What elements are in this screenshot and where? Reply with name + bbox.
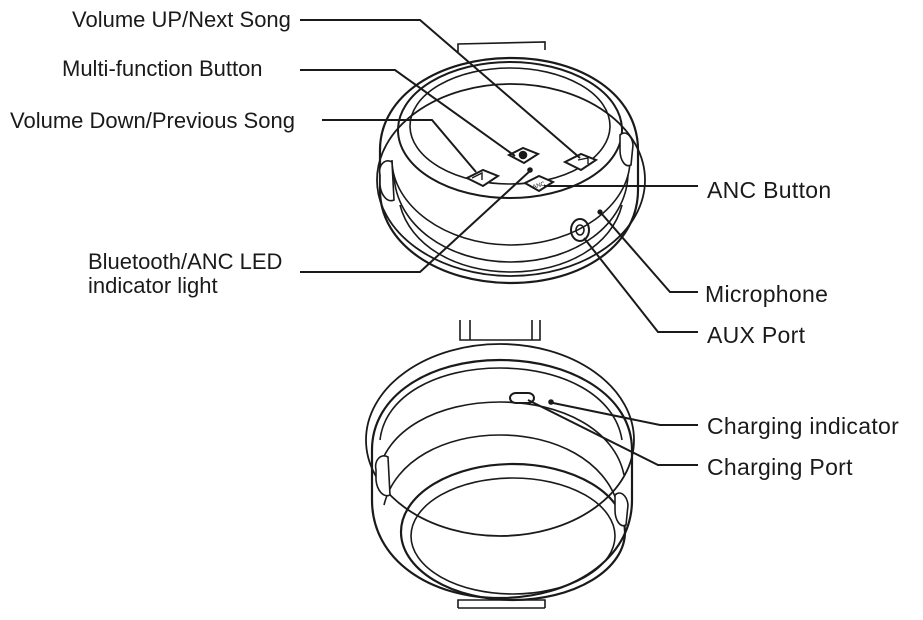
leader-led (300, 169, 532, 273)
label-led-line1: Bluetooth/ANC LED (88, 249, 283, 274)
leader-aux (583, 237, 698, 333)
label-led-line2: indicator light (88, 273, 218, 298)
leader-charging-indicator (552, 402, 698, 426)
volume-down-button[interactable] (464, 168, 501, 188)
leader-volume-up (300, 19, 581, 159)
upper-cushion (376, 83, 646, 277)
upper-face-plate (397, 61, 623, 199)
lower-face-plate (399, 462, 627, 602)
label-microphone: Microphone (705, 281, 829, 307)
leader-multi-function (300, 69, 516, 157)
charging-indicator-dot (548, 399, 554, 405)
leader-lines (300, 19, 698, 466)
leader-charging-port (527, 399, 698, 466)
lower-earcup (365, 343, 635, 602)
label-multi-function: Multi-function Button (62, 56, 263, 81)
lower-cushion (365, 343, 635, 537)
upper-earcup (376, 56, 646, 285)
headband (457, 41, 546, 609)
microphone-hole (597, 209, 603, 215)
label-charging-port: Charging Port (707, 454, 853, 480)
label-volume-up: Volume UP/Next Song (72, 7, 291, 32)
label-aux-port: AUX Port (707, 322, 806, 348)
label-volume-down: Volume Down/Previous Song (10, 108, 295, 133)
label-anc-button: ANC Button (707, 177, 832, 203)
leader-microphone (600, 212, 698, 293)
volume-up-button[interactable] (562, 152, 599, 172)
leader-volume-down (322, 119, 477, 173)
anc-button[interactable]: ANC (522, 174, 556, 193)
label-charging-indicator: Charging indicator (707, 413, 900, 439)
anc-button-mark: ANC (532, 181, 547, 191)
multi-function-button[interactable] (506, 146, 541, 165)
aux-port[interactable] (570, 218, 590, 242)
